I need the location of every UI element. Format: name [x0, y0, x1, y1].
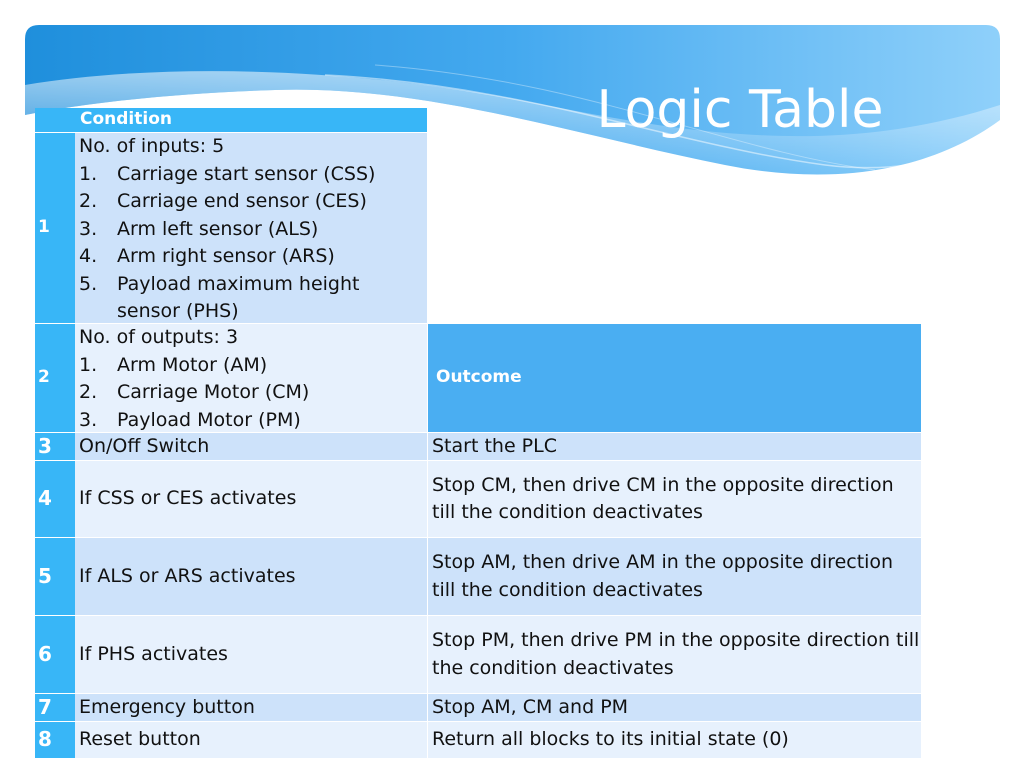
outcome-cell: Start the PLC: [428, 433, 921, 460]
header-condition: Condition: [75, 108, 427, 132]
list-item: 2.Carriage Motor (CM): [79, 381, 310, 403]
row-number: 5: [35, 538, 75, 615]
condition-cell: If ALS or ARS activates: [75, 538, 427, 615]
header-outcome: Outcome: [428, 324, 921, 432]
list-item: 1.Carriage start sensor (CSS): [79, 162, 376, 185]
slide-title: Logic Table: [596, 80, 884, 140]
outputs-intro: No. of outputs: 3: [79, 326, 239, 348]
outcome-cell: Stop AM, then drive AM in the opposite d…: [428, 538, 921, 615]
list-item: 3.Payload Motor (PM): [79, 408, 301, 431]
outcome-cell: Stop PM, then drive PM in the opposite d…: [428, 616, 921, 693]
condition-cell: Reset button: [75, 722, 427, 758]
inputs-intro: No. of inputs: 5: [79, 135, 225, 157]
list-item: 1.Arm Motor (AM): [79, 353, 268, 376]
row-number: 6: [35, 616, 75, 693]
condition-cell: If CSS or CES activates: [75, 461, 427, 537]
row-number: 3: [35, 433, 75, 460]
list-item: 2.Carriage end sensor (CES): [79, 190, 367, 212]
list-item: 3.Arm left sensor (ALS): [79, 217, 319, 240]
condition-cell-inputs: No. of inputs: 5 1.Carriage start sensor…: [75, 133, 427, 323]
row-number: 7: [35, 694, 75, 721]
row-number: 2: [35, 324, 75, 432]
condition-cell: If PHS activates: [75, 616, 427, 693]
outcome-cell: Stop AM, CM and PM: [428, 694, 921, 721]
condition-cell-outputs: No. of outputs: 3 1.Arm Motor (AM) 2.Car…: [75, 324, 427, 432]
header-number-cell: [35, 108, 75, 132]
title-banner: [25, 25, 1000, 175]
inputs-list: 1.Carriage start sensor (CSS) 2.Carriage…: [79, 161, 427, 324]
row-number: 8: [35, 722, 75, 758]
list-item: 5.Payload maximum height sensor (PHS): [79, 272, 360, 323]
condition-cell: Emergency button: [75, 694, 427, 721]
row-number: 1: [35, 133, 75, 323]
outcome-cell: Return all blocks to its initial state (…: [428, 722, 921, 758]
outcome-cell: Stop CM, then drive CM in the opposite d…: [428, 461, 921, 537]
row-number: 4: [35, 461, 75, 537]
list-item: 4.Arm right sensor (ARS): [79, 245, 335, 267]
condition-cell: On/Off Switch: [75, 433, 427, 460]
outputs-list: 1.Arm Motor (AM) 2.Carriage Motor (CM) 3…: [79, 352, 427, 433]
